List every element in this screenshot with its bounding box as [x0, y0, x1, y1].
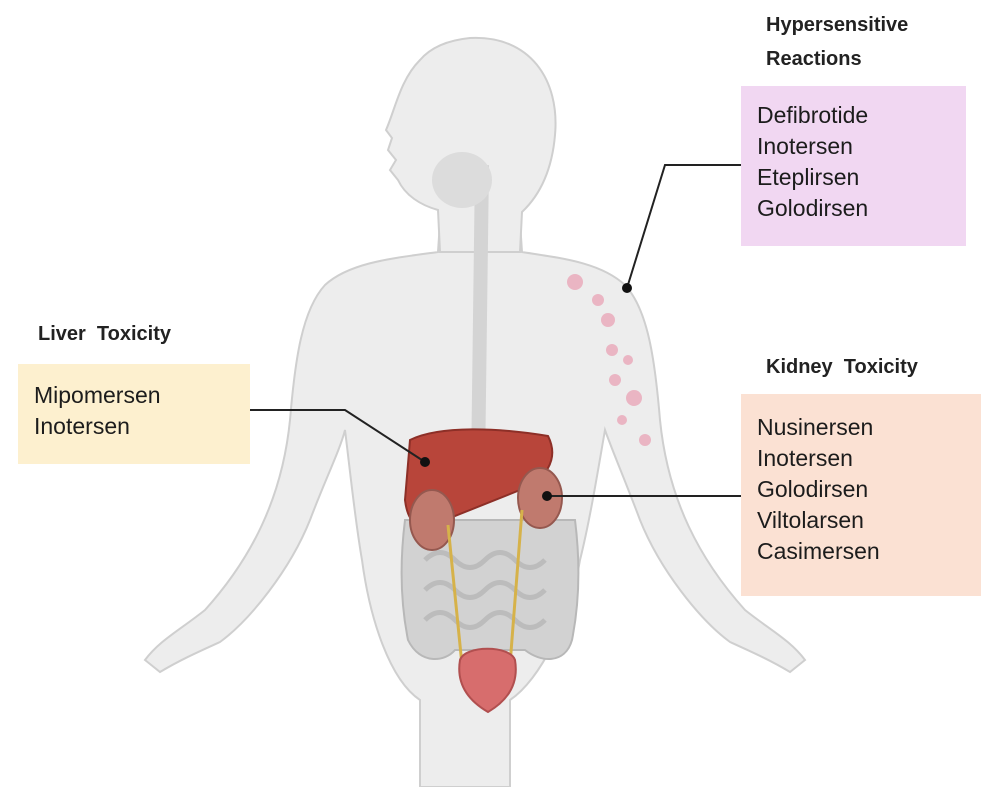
drug-item: Golodirsen [757, 193, 952, 224]
hypersensitive-drug-list: Defibrotide Inotersen Eteplirsen Golodir… [741, 86, 966, 246]
rash-spot [592, 294, 604, 306]
rash-spot [609, 374, 621, 386]
drug-item: Viltolarsen [757, 505, 967, 536]
head [386, 38, 556, 252]
rash-spot [623, 355, 633, 365]
hypersensitive-leader [627, 165, 741, 288]
drug-item: Golodirsen [757, 474, 967, 505]
rash-spot [601, 313, 615, 327]
liver-marker [420, 457, 430, 467]
drug-item: Inotersen [757, 443, 967, 474]
hypersensitive-marker [622, 283, 632, 293]
kidney-right [518, 468, 562, 528]
drug-item: Mipomersen [34, 380, 236, 411]
drug-item: Defibrotide [757, 100, 952, 131]
rash-spot [567, 274, 583, 290]
kidney-drug-list: Nusinersen Inotersen Golodirsen Viltolar… [741, 394, 981, 596]
jaw-shade [432, 152, 492, 208]
rash-spot [626, 390, 642, 406]
drug-item: Nusinersen [757, 412, 967, 443]
kidney-toxicity-heading: Kidney Toxicity [766, 350, 918, 384]
drug-item: Eteplirsen [757, 162, 952, 193]
hypersensitive-heading: Hypersensitive Reactions [766, 8, 976, 76]
kidney-marker [542, 491, 552, 501]
drug-item: Inotersen [757, 131, 952, 162]
liver-drug-list: Mipomersen Inotersen [18, 364, 250, 464]
drug-item: Inotersen [34, 411, 236, 442]
kidney-left [410, 490, 454, 550]
rash-spot [606, 344, 618, 356]
liver-toxicity-heading: Liver Toxicity [38, 317, 171, 351]
drug-item: Casimersen [757, 536, 967, 567]
rash-spot [617, 415, 627, 425]
airway [478, 165, 482, 470]
rash-spot [639, 434, 651, 446]
